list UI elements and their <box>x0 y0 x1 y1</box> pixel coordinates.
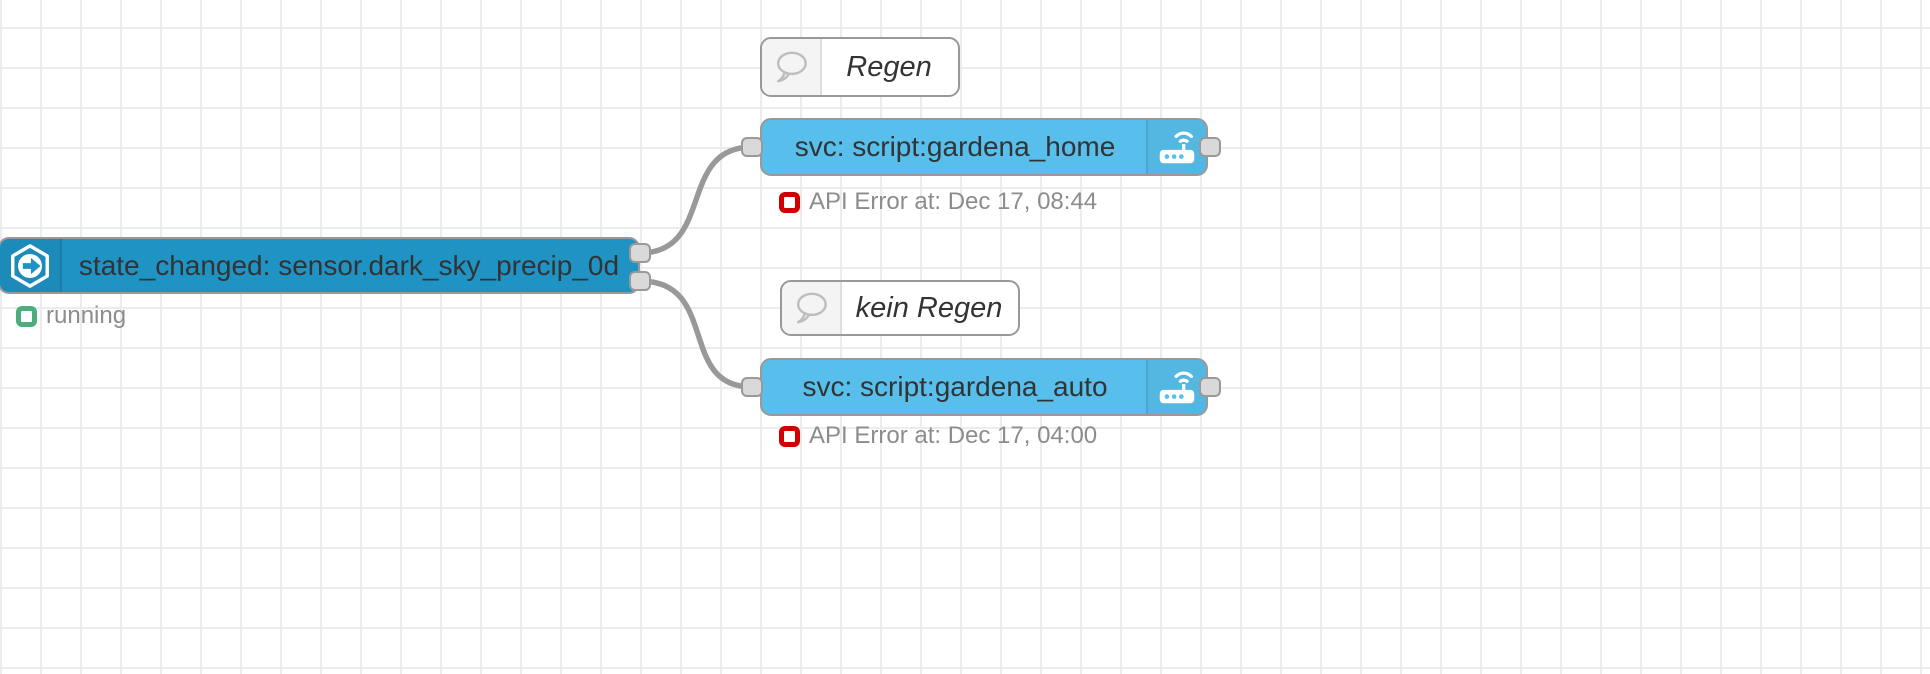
service-node-label: svc: script:gardena_auto <box>802 371 1108 402</box>
comment-node-kein-regen[interactable]: kein Regen <box>780 280 1020 336</box>
hexagon-arrow-icon <box>0 239 62 292</box>
wire-trigger-to-gardena-home[interactable] <box>637 144 755 256</box>
comment-label: kein Regen <box>855 291 1003 324</box>
status-text: API Error at: Dec 17, 04:00 <box>809 422 1098 449</box>
speech-bubble-icon <box>782 282 842 334</box>
status-error-icon <box>779 425 800 447</box>
output-port-2-state-changed[interactable] <box>629 271 651 291</box>
status-text: API Error at: Dec 17, 08:44 <box>809 188 1098 215</box>
status-state-changed: running <box>16 302 126 330</box>
input-port-gardena-home[interactable] <box>741 137 763 157</box>
output-port-gardena-home[interactable] <box>1199 137 1221 157</box>
service-node-label: svc: script:gardena_home <box>794 131 1116 162</box>
router-wifi-icon <box>1146 120 1206 174</box>
speech-bubble-icon <box>762 39 822 95</box>
status-gardena-auto: API Error at: Dec 17, 04:00 <box>779 422 1097 450</box>
status-ok-icon <box>16 305 37 327</box>
router-wifi-icon <box>1146 360 1206 414</box>
wire-trigger-to-gardena-auto[interactable] <box>637 278 755 390</box>
status-gardena-home: API Error at: Dec 17, 08:44 <box>779 188 1097 216</box>
service-node-gardena-home[interactable]: svc: script:gardena_home <box>760 118 1208 176</box>
status-error-icon <box>779 191 800 213</box>
comment-label: Regen <box>846 50 932 83</box>
trigger-node-state-changed[interactable]: state_changed: sensor.dark_sky_precip_0d <box>0 237 640 294</box>
comment-node-regen[interactable]: Regen <box>760 37 960 97</box>
trigger-node-label: state_changed: sensor.dark_sky_precip_0d <box>78 249 620 281</box>
service-node-gardena-auto[interactable]: svc: script:gardena_auto <box>760 358 1208 416</box>
output-port-gardena-auto[interactable] <box>1199 377 1221 397</box>
output-port-1-state-changed[interactable] <box>629 243 651 263</box>
status-text: running <box>46 302 127 329</box>
input-port-gardena-auto[interactable] <box>741 377 763 397</box>
